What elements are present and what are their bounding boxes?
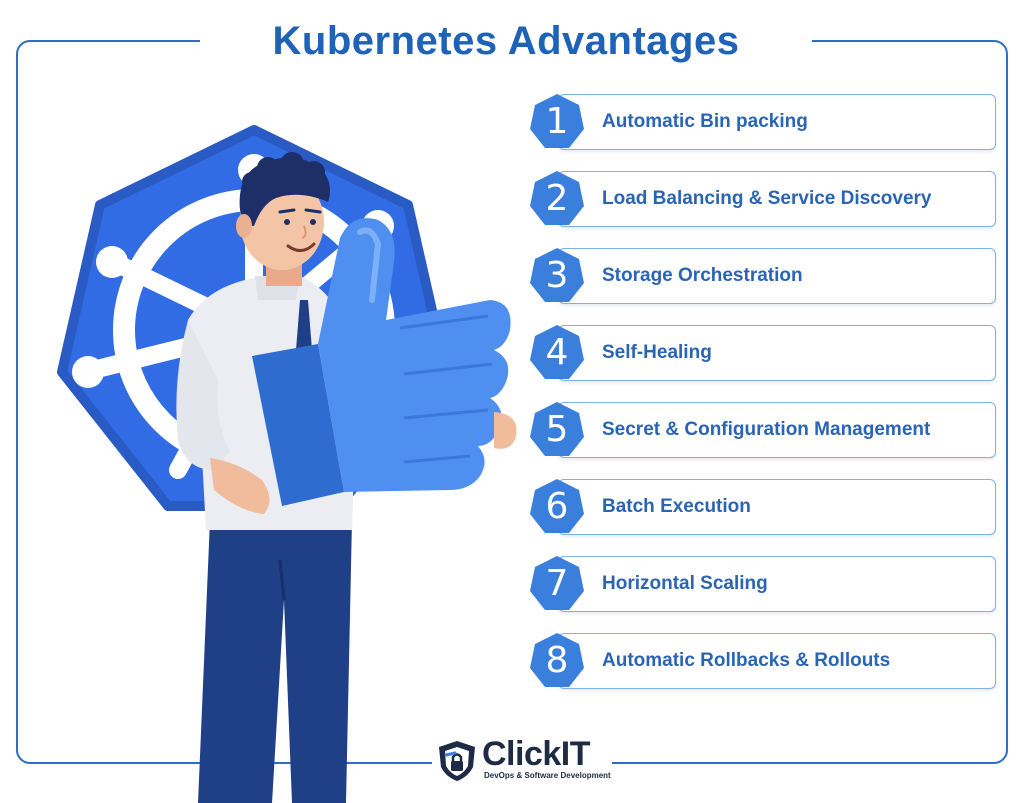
advantage-label: Horizontal Scaling bbox=[602, 573, 768, 594]
advantage-item-6: 6 Batch Execution bbox=[528, 477, 1000, 537]
shield-lock-icon bbox=[439, 741, 475, 781]
badge-number: 1 bbox=[545, 101, 569, 142]
advantage-pill bbox=[558, 479, 996, 535]
badge-number: 4 bbox=[545, 332, 569, 373]
advantage-pill bbox=[558, 402, 996, 458]
clickit-logo: ClickIT DevOps & Software Development bbox=[432, 735, 612, 785]
advantage-label: Load Balancing & Service Discovery bbox=[602, 188, 932, 209]
badge-number: 3 bbox=[545, 255, 569, 296]
number-badge: 3 bbox=[528, 246, 586, 306]
advantage-label: Automatic Rollbacks & Rollouts bbox=[602, 650, 891, 671]
advantage-item-4: 4 Self-Healing bbox=[528, 323, 1000, 383]
advantage-item-7: 7 Horizontal Scaling bbox=[528, 554, 1000, 614]
title-container: Kubernetes Advantages bbox=[200, 14, 812, 70]
logo-name: ClickIT bbox=[482, 735, 590, 773]
logo-tagline: DevOps & Software Development bbox=[484, 771, 611, 780]
advantage-item-1: 1 Automatic Bin packing bbox=[528, 92, 1000, 152]
page-title: Kubernetes Advantages bbox=[272, 19, 740, 63]
advantage-pill bbox=[558, 171, 996, 227]
number-badge: 2 bbox=[528, 169, 586, 229]
number-badge: 6 bbox=[528, 477, 586, 537]
advantage-item-8: 8 Automatic Rollbacks & Rollouts bbox=[528, 631, 1000, 691]
number-badge: 7 bbox=[528, 554, 586, 614]
advantage-pill bbox=[558, 248, 996, 304]
person-thumbs-up-illustration bbox=[176, 152, 517, 803]
advantage-pill bbox=[558, 633, 996, 689]
number-badge: 8 bbox=[528, 631, 586, 691]
badge-number: 7 bbox=[545, 563, 569, 604]
advantage-label: Automatic Bin packing bbox=[602, 111, 808, 132]
number-badge: 5 bbox=[528, 400, 586, 460]
advantage-label: Storage Orchestration bbox=[602, 265, 803, 286]
advantage-pill bbox=[558, 325, 996, 381]
advantage-label: Batch Execution bbox=[602, 496, 751, 517]
badge-number: 2 bbox=[545, 178, 569, 219]
thumbs-up-icon bbox=[252, 218, 517, 506]
advantage-label: Self-Healing bbox=[602, 342, 712, 363]
number-badge: 1 bbox=[528, 92, 586, 152]
advantage-item-2: 2 Load Balancing & Service Discovery bbox=[528, 169, 1000, 229]
advantage-item-5: 5 Secret & Configuration Management bbox=[528, 400, 1000, 460]
advantage-pill bbox=[558, 556, 996, 612]
badge-number: 5 bbox=[545, 409, 569, 450]
advantage-pill bbox=[558, 94, 996, 150]
advantage-item-3: 3 Storage Orchestration bbox=[528, 246, 1000, 306]
number-badge: 4 bbox=[528, 323, 586, 383]
badge-number: 8 bbox=[545, 640, 569, 681]
advantage-label: Secret & Configuration Management bbox=[602, 419, 931, 440]
badge-number: 6 bbox=[545, 486, 569, 527]
